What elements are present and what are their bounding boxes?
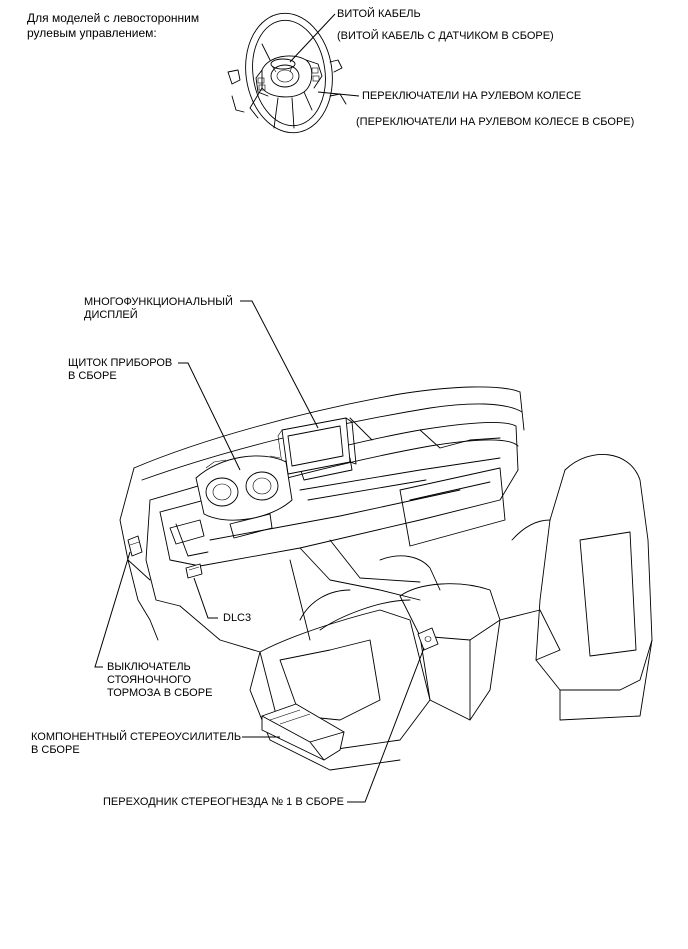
stereo-amplifier-part: [261, 703, 345, 761]
label-steering-switches: ПЕРЕКЛЮЧАТЕЛИ НА РУЛЕВОМ КОЛЕСЕ: [362, 90, 582, 102]
label-multi-display: МНОГОФУНКЦИОНАЛЬНЫЙ ДИСПЛЕЙ: [84, 296, 233, 322]
steering-wheel-illustration: [227, 12, 347, 134]
intro-line-1: Для моделей с левосторонним: [27, 11, 200, 25]
label-amp-line2: В СБОРЕ: [31, 744, 80, 756]
meter-assembly-part: [195, 455, 293, 521]
label-multi-display-line1: МНОГОФУНКЦИОНАЛЬНЫЙ: [84, 296, 233, 308]
label-spiral-cable-assy: (ВИТОЙ КАБЕЛЬ С ДАТЧИКОМ В СБОРЕ): [337, 30, 554, 42]
leader-spiral-cable: [289, 13, 336, 63]
leader-dlc3: [193, 577, 218, 619]
leader-parking-brake-switch: [94, 551, 131, 668]
label-steering-switches-assy: (ПЕРЕКЛЮЧАТЕЛИ НА РУЛЕВОМ КОЛЕСЕ В СБОРЕ…: [356, 116, 635, 128]
label-meter-line1: ЩИТОК ПРИБОРОВ: [68, 357, 173, 369]
label-amp-line1: КОМПОНЕНТНЫЙ СТЕРЕОУСИЛИТЕЛЬ: [31, 731, 242, 743]
stereo-jack-adapter-part: [417, 627, 439, 651]
label-brake-line2: СТОЯНОЧНОГО: [107, 674, 192, 686]
label-stereo-jack-adapter: ПЕРЕХОДНИК СТЕРЕОГНЕЗДА № 1 В СБОРЕ: [103, 796, 345, 808]
leader-meter: [178, 362, 241, 471]
label-parking-brake-switch: ВЫКЛЮЧАТЕЛЬ СТОЯНОЧНОГО ТОРМОЗА В СБОРЕ: [107, 661, 212, 700]
leader-steering-switches: [317, 91, 360, 97]
intro-text: Для моделей с левосторонним рулевым упра…: [27, 11, 199, 41]
label-brake-line1: ВЫКЛЮЧАТЕЛЬ: [107, 661, 191, 673]
dlc3-connector-part: [185, 563, 203, 579]
label-stereo-amplifier: КОМПОНЕНТНЫЙ СТЕРЕОУСИЛИТЕЛЬ В СБОРЕ: [31, 731, 241, 757]
label-dlc3: DLC3: [223, 612, 252, 624]
label-brake-line3: ТОРМОЗА В СБОРЕ: [107, 687, 213, 699]
leader-stereo-jack-adapter: [347, 647, 425, 803]
parking-brake-switch-part: [127, 535, 143, 557]
vehicle-interior-illustration: [119, 386, 653, 771]
label-meter-line2: В СБОРЕ: [68, 370, 117, 382]
intro-line-2: рулевым управлением:: [27, 26, 157, 40]
label-meter: ЩИТОК ПРИБОРОВ В СБОРЕ: [68, 357, 172, 383]
multi-display-part: [277, 417, 357, 479]
label-spiral-cable: ВИТОЙ КАБЕЛЬ: [337, 8, 421, 20]
leader-multi-display: [240, 300, 319, 429]
label-multi-display-line2: ДИСПЛЕЙ: [84, 309, 138, 321]
